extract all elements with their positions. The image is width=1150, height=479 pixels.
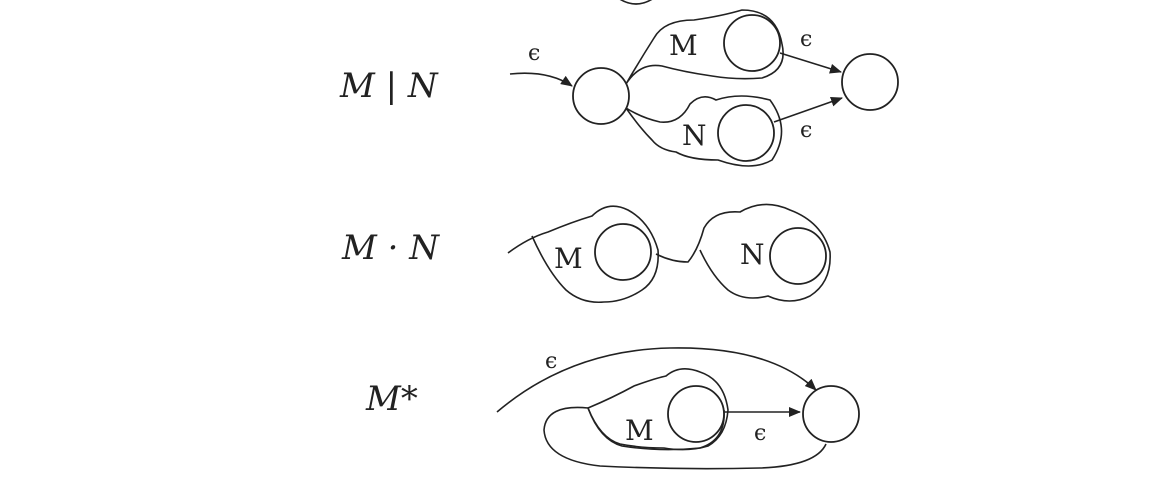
star-final-state	[802, 385, 860, 443]
union-expression: M | N	[339, 66, 439, 106]
union-construction: M | N ϵ M N ϵ ϵ	[339, 9, 899, 167]
star-skip-epsilon: ϵ	[545, 349, 557, 374]
concat-m-machine	[507, 205, 659, 304]
union-m-epsilon: ϵ	[800, 27, 812, 52]
union-n-epsilon: ϵ	[800, 118, 812, 143]
star-m-label: M	[625, 414, 654, 447]
concat-m-state	[594, 223, 652, 281]
star-m-epsilon: ϵ	[754, 421, 766, 446]
union-n-final-state	[717, 104, 775, 162]
union-final-state	[841, 53, 899, 111]
concat-link	[655, 203, 831, 302]
union-n-machine	[625, 95, 783, 167]
union-start-epsilon: ϵ	[528, 41, 540, 66]
star-expression: M*	[365, 379, 418, 419]
union-m-machine	[625, 9, 784, 85]
concat-n-state	[769, 227, 827, 285]
union-n-label: N	[682, 119, 707, 152]
concat-m-label: M	[554, 242, 583, 275]
star-m-state	[667, 385, 725, 443]
concatenation-construction: M · N M N	[341, 203, 831, 304]
concatenation-expression: M · N	[341, 228, 440, 268]
union-m-epsilon-arrow	[779, 52, 842, 74]
union-start-arrow	[509, 72, 573, 87]
union-m-label: M	[669, 29, 698, 62]
union-n-epsilon-arrow	[773, 96, 843, 123]
star-skip-epsilon-arrow	[496, 347, 817, 413]
star-construction: M* ϵ M ϵ	[365, 347, 860, 470]
union-start-state	[572, 67, 630, 125]
union-m-final-state	[723, 14, 781, 72]
concat-n-label: N	[740, 238, 765, 271]
star-m-machine	[586, 368, 729, 451]
clipped-state-top	[619, 0, 653, 5]
